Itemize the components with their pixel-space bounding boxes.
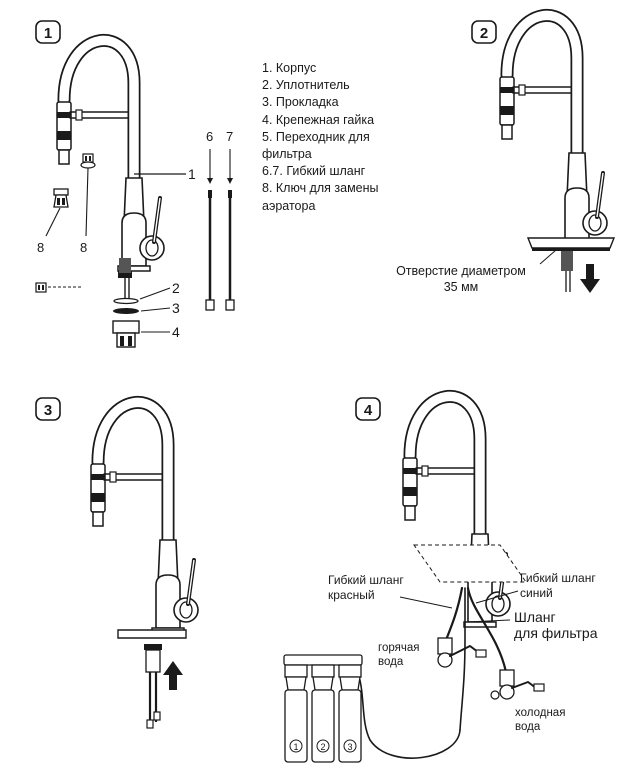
aerator-key-a (53, 188, 69, 208)
hose-blue-label: Гибкий шланг (520, 571, 596, 585)
filter-cartridge-1: 1 (284, 664, 308, 763)
filter-adapter-part-5 (35, 282, 82, 293)
faucet-exploded (57, 40, 164, 271)
hose-blue-color: синий (520, 586, 553, 600)
step-4-panel: 4 (283, 396, 598, 763)
faucet-step-3 (91, 402, 198, 633)
hose-7 (224, 188, 236, 312)
parts-list-item: аэратора (262, 198, 316, 213)
aerator-key-b (80, 153, 96, 169)
step-2-badge: 2 (471, 20, 497, 44)
countertop-step-4 (413, 544, 527, 583)
nut-part-4 (112, 320, 140, 348)
hot-water-word: вода (378, 656, 404, 668)
hot-water-valve (437, 637, 487, 668)
parts-list-item: 6.7. Гибкий шланг (262, 164, 366, 179)
arrow-up (163, 661, 183, 690)
step-2-panel: 2 Отверстие диаметром 35 мм (396, 15, 616, 294)
hot-water-label: горячая (378, 642, 419, 654)
parts-list: 1. Корпус 2. Уплотнитель 3. Прокладка 4.… (262, 60, 462, 215)
cold-water-word: вода (515, 721, 541, 733)
svg-text:2: 2 (480, 25, 488, 42)
hose-red-color: красный (328, 588, 375, 602)
parts-list-item: 5. Переходник для (262, 129, 370, 144)
callout-2: 2 (172, 280, 180, 296)
filter-cartridge-3: 3 (338, 664, 362, 763)
callout-1: 1 (188, 166, 196, 182)
hole-diameter-value: 35 мм (444, 280, 479, 294)
step-1-badge: 1 (35, 20, 61, 44)
parts-list-item: 1. Корпус (262, 61, 317, 75)
callout-8a: 8 (37, 240, 44, 255)
svg-text:1: 1 (44, 25, 52, 42)
svg-text:4: 4 (364, 402, 373, 419)
faucet-step-4 (403, 396, 510, 627)
cold-water-valve (490, 669, 545, 700)
filter-hose-label: Шланг (514, 609, 556, 625)
hose-red-label: Гибкий шланг (328, 573, 404, 587)
svg-text:3: 3 (347, 742, 352, 752)
svg-text:2: 2 (320, 742, 325, 752)
arrow-down (580, 264, 600, 293)
step-1-panel: 1 1 2 3 4 (35, 20, 236, 348)
countertop-step-3 (117, 629, 187, 639)
callout-6: 6 (206, 129, 213, 144)
parts-list-item: 8. Ключ для замены (262, 181, 379, 196)
parts-list-item: 2. Уплотнитель (262, 78, 350, 93)
step-3-panel: 3 (35, 397, 198, 729)
step-4-badge: 4 (355, 397, 381, 421)
parts-list-item: 4. Крепежная гайка (262, 112, 375, 127)
cold-water-label: холодная (515, 707, 565, 719)
filter-cartridge-2: 2 (311, 664, 335, 763)
filter-hose-desc: для фильтра (514, 625, 598, 641)
callout-7: 7 (226, 129, 233, 144)
callout-8b: 8 (80, 240, 87, 255)
parts-list-item: фильтра (262, 147, 312, 162)
installed-shank-step-3 (144, 644, 162, 729)
parts-list-item: 3. Прокладка (262, 95, 339, 110)
filter-system: 1 2 3 (283, 654, 363, 763)
hose-6 (204, 188, 216, 312)
countertop-step-2 (526, 237, 616, 249)
step-3-badge: 3 (35, 397, 61, 421)
callout-4: 4 (172, 324, 180, 340)
gasket-part-3 (113, 308, 139, 314)
svg-text:1: 1 (293, 742, 298, 752)
faucet-step-2 (500, 15, 607, 246)
seal-part-2 (113, 297, 139, 305)
svg-text:3: 3 (44, 402, 52, 419)
hole-diameter-label: Отверстие диаметром (396, 264, 526, 278)
faucet-shank (118, 258, 132, 300)
callout-3: 3 (172, 300, 180, 316)
